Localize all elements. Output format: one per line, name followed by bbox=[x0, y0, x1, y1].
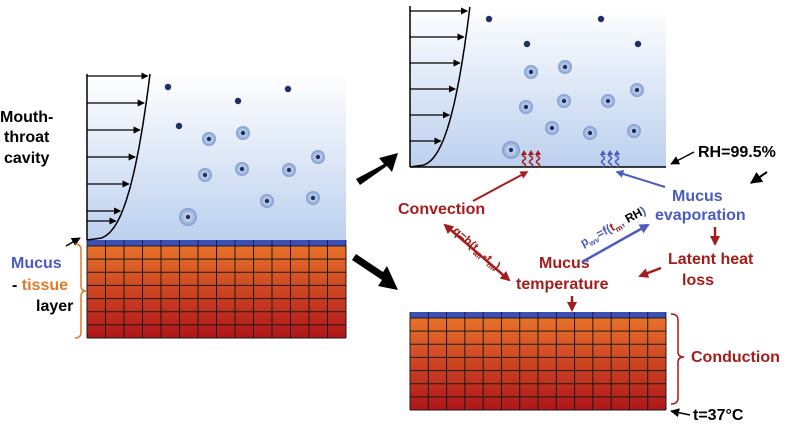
top-right-panel bbox=[409, 6, 666, 168]
convection-heat-waves bbox=[521, 150, 541, 168]
evaporation-pointer-arrow bbox=[615, 170, 666, 188]
heat-wave-line bbox=[521, 152, 527, 168]
mucus-label: Mucus bbox=[11, 255, 62, 272]
droplet-core bbox=[634, 87, 640, 93]
mucus-evaporation-label-line1: Mucus bbox=[672, 188, 723, 205]
big-arrow-to-top-panel bbox=[356, 153, 398, 185]
droplet-core bbox=[202, 172, 208, 178]
droplet-core bbox=[284, 85, 292, 93]
mucus-tissue-bracket bbox=[74, 243, 87, 339]
droplet-core bbox=[164, 83, 172, 91]
body-temperature-label: t=37°C bbox=[693, 407, 744, 424]
droplet-core bbox=[523, 40, 531, 48]
latent-heat-label-line1: Latent heat bbox=[668, 251, 754, 268]
droplet-core bbox=[310, 195, 316, 201]
heat-wave-tip bbox=[600, 150, 606, 155]
evaporation-vapor-waves bbox=[600, 150, 620, 168]
convection-up-arrow bbox=[472, 171, 529, 202]
heat-wave-line bbox=[535, 152, 541, 168]
mucus-evaporation-label-line2: evaporation bbox=[655, 207, 746, 224]
left-panel bbox=[86, 72, 347, 339]
convection-label: Convection bbox=[398, 201, 485, 218]
right-mucus-grid bbox=[409, 312, 667, 318]
right-droplets bbox=[485, 15, 644, 159]
right-air-region bbox=[410, 6, 666, 167]
heat-wave-line bbox=[607, 152, 613, 168]
droplet-core bbox=[239, 166, 245, 172]
body-temp-pointer-arrow bbox=[670, 408, 691, 418]
droplet-core bbox=[634, 40, 642, 48]
latent-to-temperature-arrow bbox=[638, 266, 662, 278]
droplet-core bbox=[549, 125, 555, 131]
droplet-core bbox=[528, 69, 534, 75]
droplet-core bbox=[234, 97, 242, 105]
droplet-core bbox=[185, 214, 191, 220]
left-droplets bbox=[164, 83, 325, 226]
droplet-core bbox=[175, 122, 183, 130]
heat-wave-line bbox=[600, 152, 606, 168]
heat-wave-tip bbox=[528, 150, 534, 155]
droplet-core bbox=[485, 15, 493, 23]
layer-label: layer bbox=[36, 298, 73, 315]
mouth-throat-label-line2: throat bbox=[4, 129, 50, 146]
mucus-temperature-label-line2: temperature bbox=[516, 276, 609, 293]
heat-wave-line bbox=[528, 152, 534, 168]
velocity-profile-curve bbox=[86, 73, 151, 241]
droplet-core bbox=[587, 130, 593, 136]
droplet-core bbox=[240, 130, 246, 136]
droplet-core bbox=[631, 128, 637, 134]
velocity-profile-curve bbox=[409, 6, 471, 168]
evaporation-relation-arrow bbox=[581, 223, 650, 264]
right-velocity-profile bbox=[409, 6, 471, 168]
droplet-core bbox=[523, 104, 529, 110]
left-mucus-grid bbox=[86, 240, 347, 246]
rh-pointer-arrow bbox=[670, 151, 695, 165]
heat-wave-tip bbox=[521, 150, 527, 155]
convection-relation-arrow bbox=[443, 223, 511, 282]
mouth-throat-label-line1: Mouth- bbox=[0, 109, 53, 126]
droplet-core bbox=[597, 15, 605, 23]
droplet-core bbox=[264, 198, 270, 204]
convection-equation: q=h(tair-tm) bbox=[449, 224, 504, 275]
latent-heat-label-line2: loss bbox=[682, 272, 714, 289]
right-tissue-grid bbox=[409, 317, 667, 411]
droplet-core bbox=[508, 147, 514, 153]
heat-wave-tip bbox=[614, 150, 620, 155]
droplet-core bbox=[286, 167, 292, 173]
rh-label: RH=99.5% bbox=[698, 144, 776, 161]
heat-wave-line bbox=[614, 152, 620, 168]
tissue-dash: - bbox=[12, 277, 22, 294]
droplet-core bbox=[562, 64, 568, 70]
heat-wave-tip bbox=[607, 150, 613, 155]
conduction-label: Conduction bbox=[691, 349, 780, 366]
big-arrow-to-bottom-panel bbox=[352, 254, 398, 290]
evaporation-accent-arrow bbox=[750, 171, 768, 184]
droplet-core bbox=[561, 98, 567, 104]
droplet-core bbox=[206, 136, 212, 142]
mucus-temperature-label-line1: Mucus bbox=[539, 255, 590, 272]
tissue-word: tissue bbox=[22, 277, 68, 294]
left-velocity-profile bbox=[86, 72, 151, 241]
droplet-core bbox=[315, 154, 321, 160]
droplet-core bbox=[605, 98, 611, 104]
conduction-bracket bbox=[670, 313, 685, 405]
mouth-throat-label-line3: cavity bbox=[4, 150, 49, 167]
bottom-right-panel bbox=[409, 312, 667, 411]
tissue-label: - tissue bbox=[12, 277, 68, 294]
mouth-pointer-arrow bbox=[65, 237, 81, 247]
heat-wave-tip bbox=[535, 150, 541, 155]
